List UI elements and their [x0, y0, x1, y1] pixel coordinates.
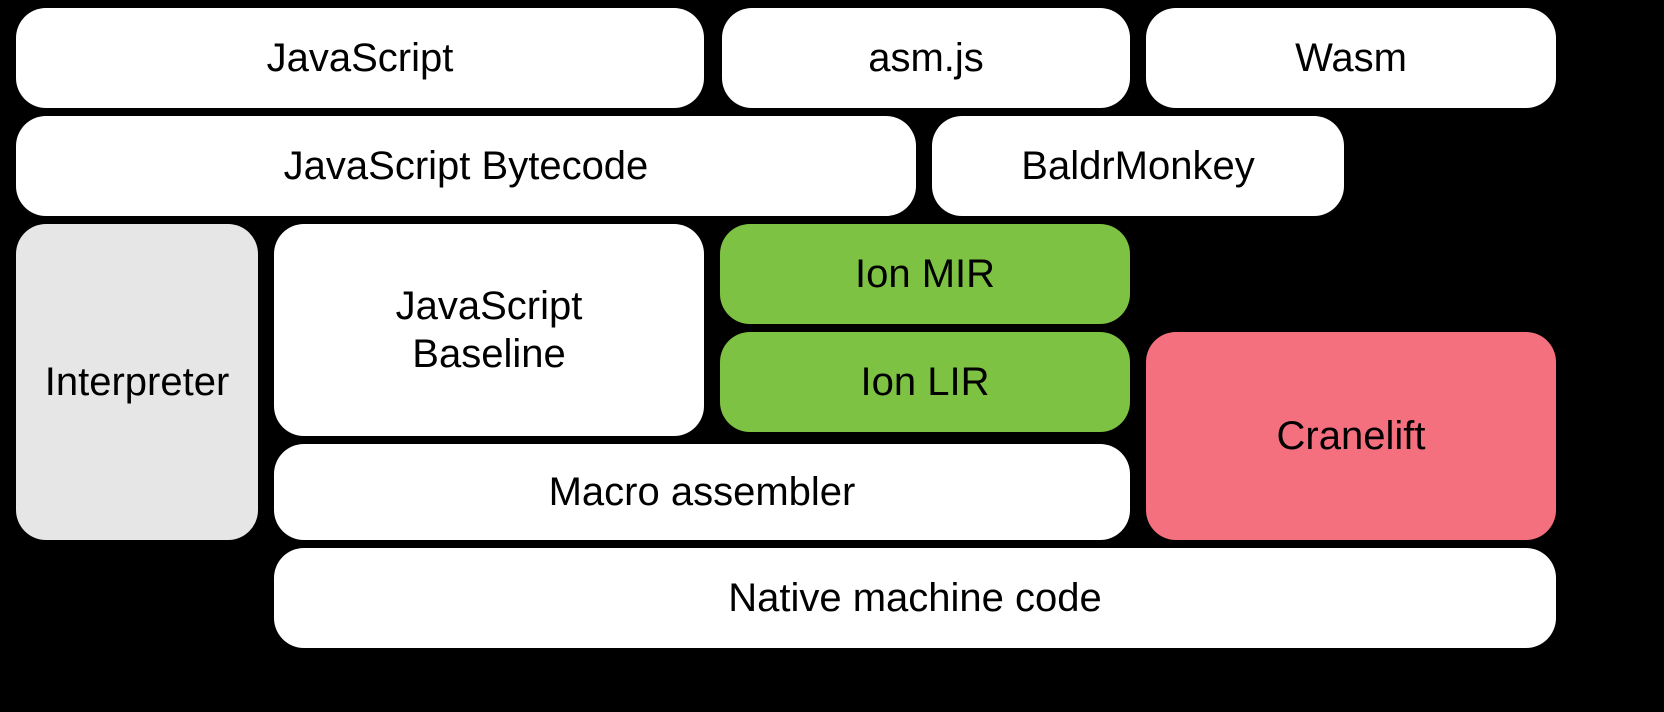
block-javascript-label: JavaScript [266, 36, 454, 80]
block-asmjs-label: asm.js [868, 36, 984, 80]
block-javascript: JavaScript [16, 8, 704, 108]
block-wasm-label: Wasm [1295, 36, 1407, 80]
block-javascript-bytecode-label: JavaScript Bytecode [283, 144, 649, 188]
block-cranelift: Cranelift [1146, 332, 1556, 540]
block-ion-mir: Ion MIR [720, 224, 1130, 324]
block-ion-mir-label: Ion MIR [854, 252, 996, 296]
block-baldrmonkey-label: BaldrMonkey [1021, 144, 1255, 188]
block-macro-assembler: Macro assembler [274, 444, 1130, 540]
block-javascript-bytecode: JavaScript Bytecode [16, 116, 916, 216]
block-javascript-baseline: JavaScript Baseline [274, 224, 704, 436]
block-ion-lir-label: Ion LIR [860, 360, 990, 404]
block-ion-lir: Ion LIR [720, 332, 1130, 432]
block-interpreter: Interpreter [16, 224, 258, 540]
block-macro-assembler-label: Macro assembler [548, 470, 856, 514]
block-baldrmonkey: BaldrMonkey [932, 116, 1344, 216]
block-interpreter-label: Interpreter [44, 360, 230, 404]
block-wasm: Wasm [1146, 8, 1556, 108]
block-native-machine-code-label: Native machine code [728, 576, 1102, 620]
block-asmjs: asm.js [722, 8, 1130, 108]
block-javascript-baseline-label: JavaScript Baseline [395, 284, 583, 376]
block-native-machine-code: Native machine code [274, 548, 1556, 648]
block-cranelift-label: Cranelift [1276, 414, 1426, 458]
